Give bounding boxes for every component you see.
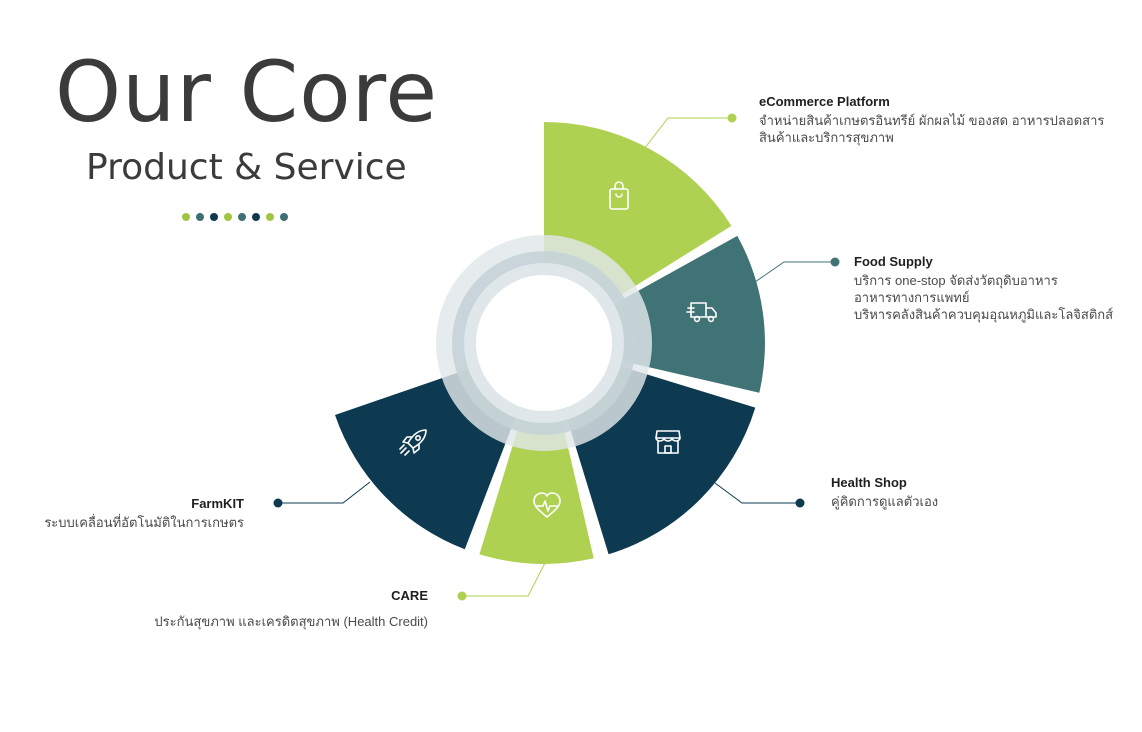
connector-food-supply — [754, 261, 835, 283]
connector-health-shop — [714, 482, 800, 504]
page-subtitle: Product & Service — [86, 147, 407, 188]
label-ecommerce-desc: จำหน่ายสินค้าเกษตรอินทรีย์ ผักผลไม้ ของส… — [759, 113, 1105, 145]
label-farmkit-title: FarmKIT — [191, 496, 244, 511]
decorative-dots — [182, 213, 288, 221]
storefront-icon — [655, 430, 681, 454]
label-health-shop: Health Shop คู่คิดการดูแลตัวเอง — [831, 475, 938, 510]
connector-care — [462, 562, 546, 597]
decorative-dot — [182, 213, 190, 221]
connector-dot-care — [457, 591, 467, 601]
connector-farmkit — [278, 481, 371, 504]
delivery-truck-icon — [686, 302, 717, 323]
connector-dot-health-shop — [795, 498, 805, 508]
label-food-supply: Food Supply บริการ one-stop จัดส่งวัตถุด… — [854, 254, 1113, 323]
decorative-dot — [252, 213, 260, 221]
decorative-dot — [280, 213, 288, 221]
label-farmkit: FarmKIT ระบบเคลื่อนที่อัตโนมัติในการเกษต… — [4, 496, 244, 531]
page-title: Our Core — [55, 43, 439, 141]
connector-ecommerce — [643, 117, 732, 150]
label-health-shop-title: Health Shop — [831, 475, 907, 490]
label-food-supply-desc: บริการ one-stop จัดส่งวัตถุดิบอาหาร อาหา… — [854, 273, 1114, 322]
connector-dot-food-supply — [830, 257, 840, 267]
label-care-desc: ประกันสุขภาพ และเครดิตสุขภาพ (Health Cre… — [154, 614, 428, 629]
label-care-title: CARE — [391, 588, 428, 603]
shopping-bag-icon — [609, 181, 629, 210]
rocket-icon — [399, 429, 427, 456]
label-ecommerce-title: eCommerce Platform — [759, 94, 890, 109]
connector-dot-ecommerce — [727, 113, 737, 123]
decorative-dot — [196, 213, 204, 221]
label-food-supply-title: Food Supply — [854, 254, 933, 269]
connector-dot-farmkit — [273, 498, 283, 508]
decorative-dot — [210, 213, 218, 221]
decorative-dot — [238, 213, 246, 221]
center-hole — [476, 275, 612, 411]
label-health-shop-desc: คู่คิดการดูแลตัวเอง — [831, 494, 939, 509]
decorative-dot — [266, 213, 274, 221]
label-farmkit-desc: ระบบเคลื่อนที่อัตโนมัติในการเกษตร — [44, 515, 244, 530]
decorative-dot — [224, 213, 232, 221]
heartbeat-icon — [533, 492, 561, 518]
label-ecommerce: eCommerce Platform จำหน่ายสินค้าเกษตรอิน… — [759, 94, 1104, 146]
label-care: CARE ประกันสุขภาพ และเครดิตสุขภาพ (Healt… — [88, 588, 428, 630]
